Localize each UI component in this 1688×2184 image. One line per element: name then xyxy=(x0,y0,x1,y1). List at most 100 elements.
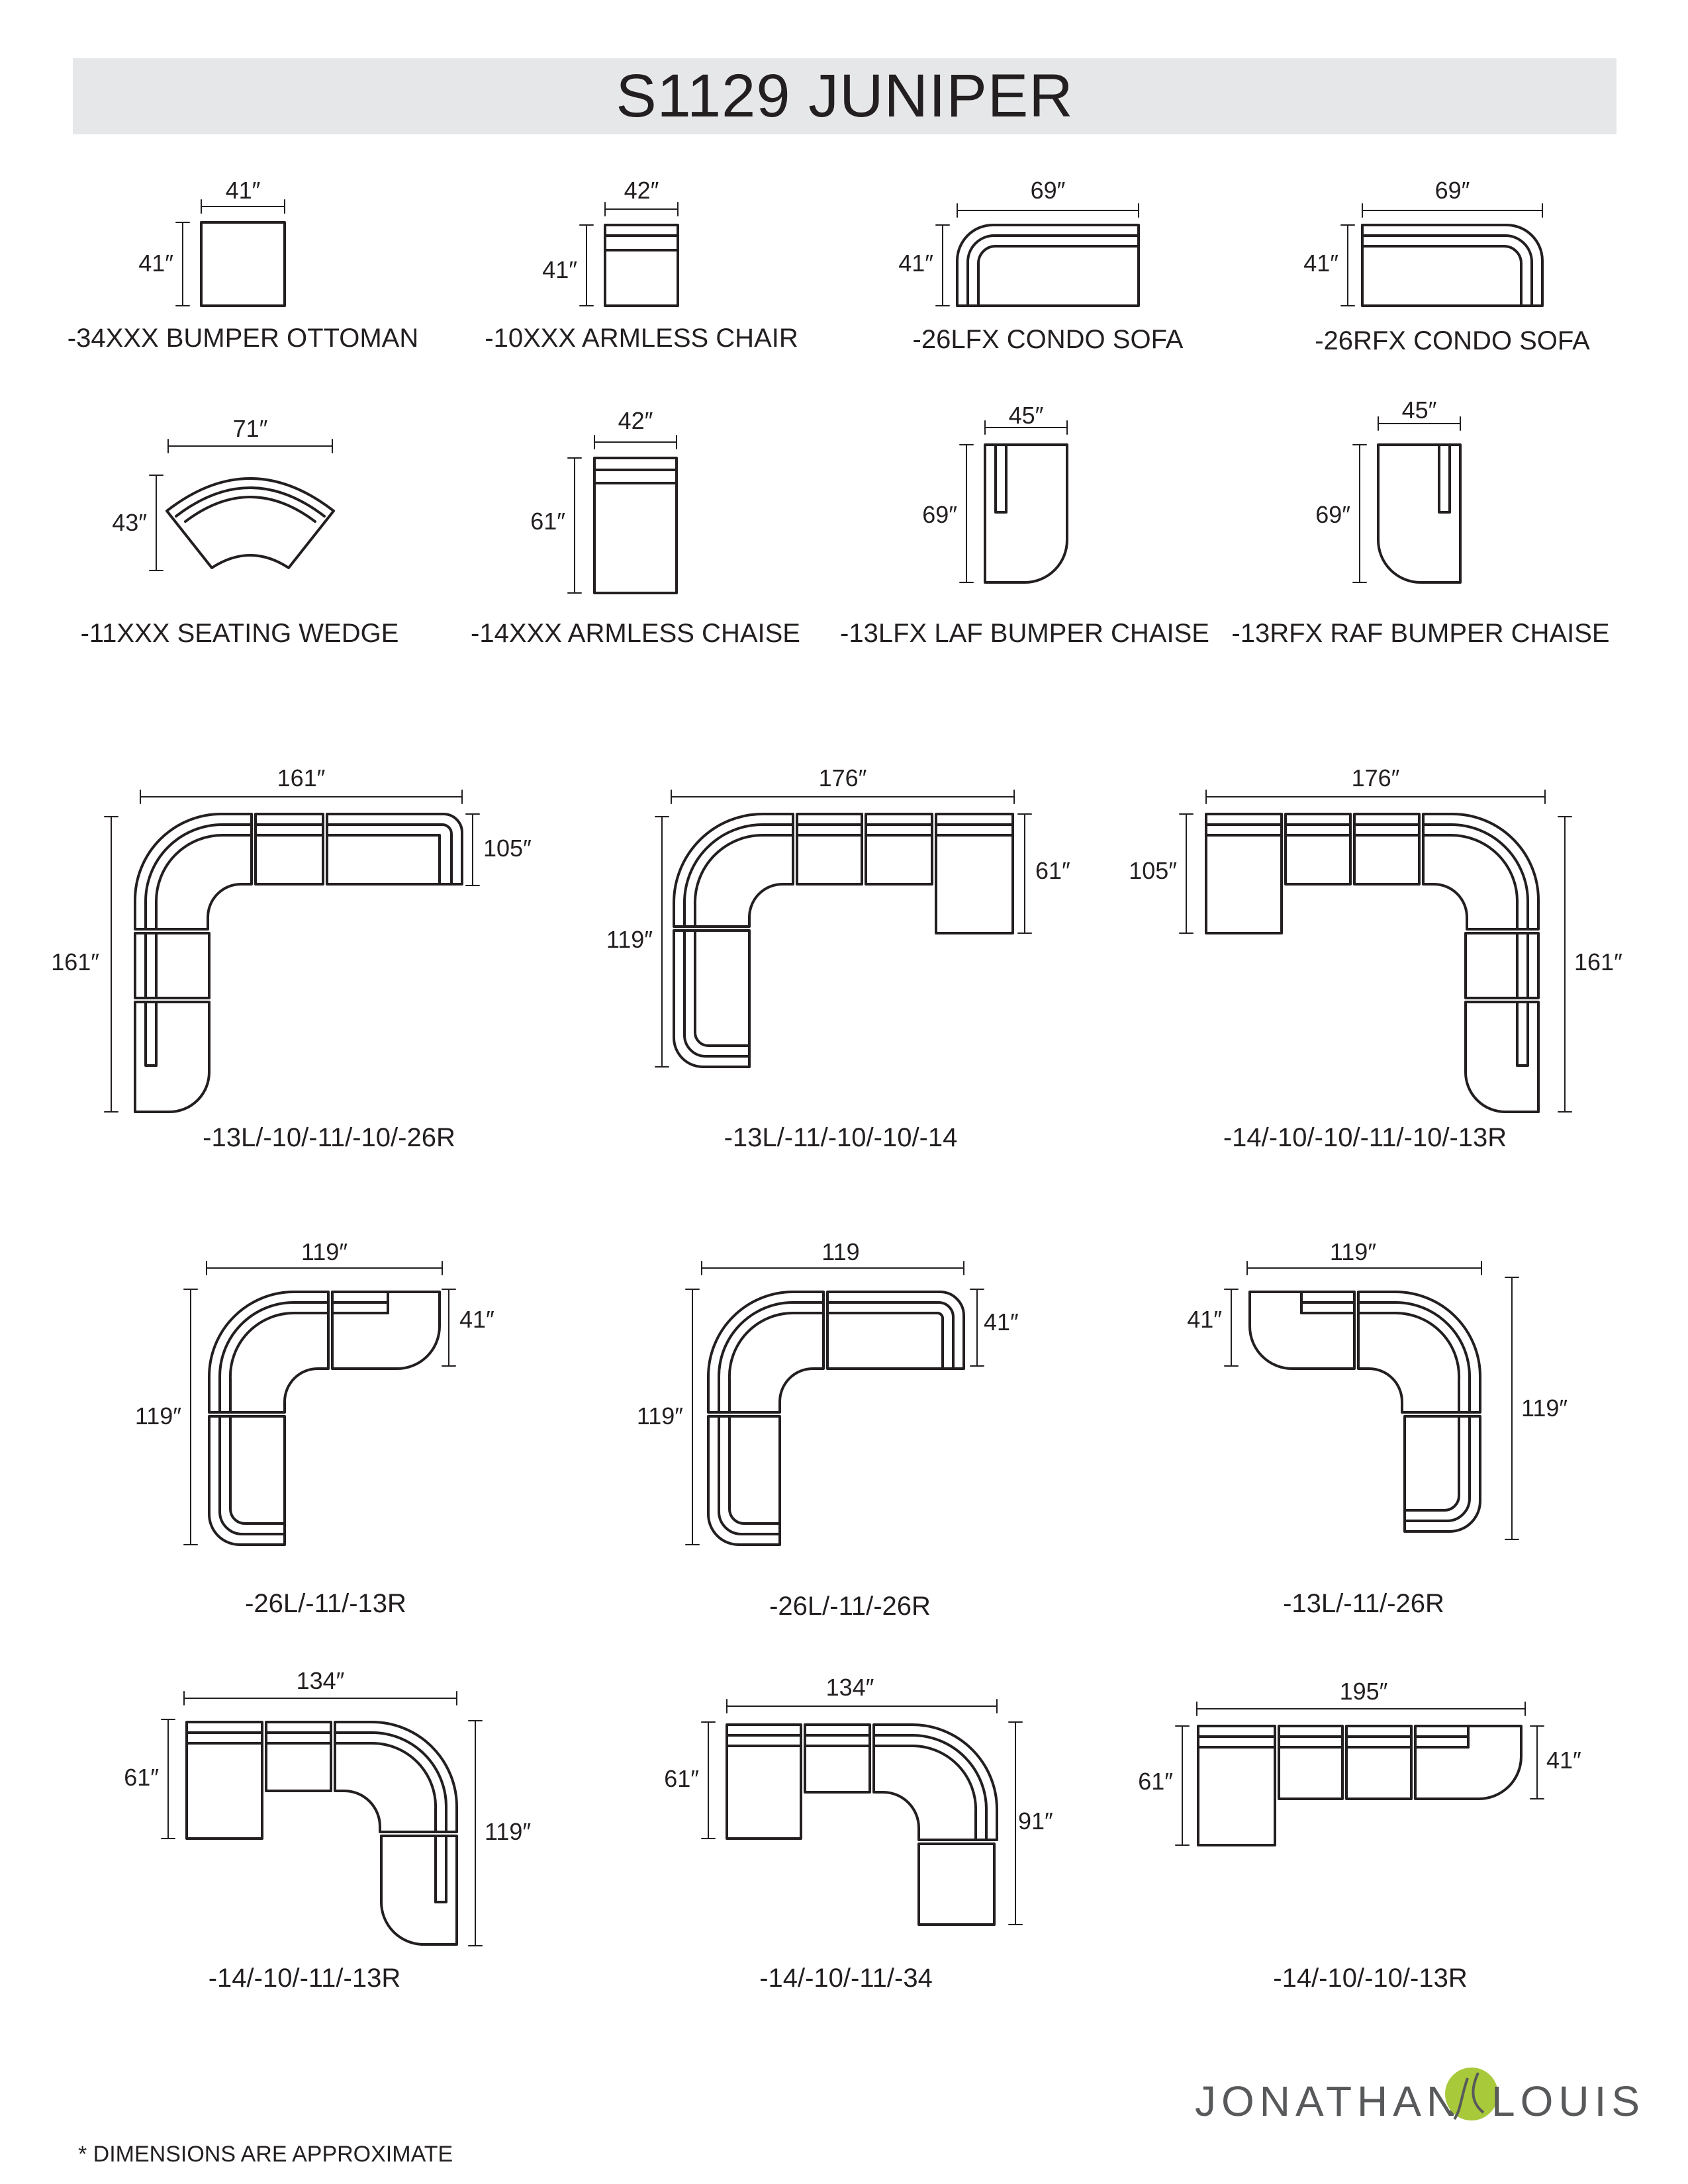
depth-dimension: 41″ xyxy=(542,256,577,283)
width-dimension: 69″ xyxy=(1031,177,1066,204)
brand-logo: JONATHAN LOUIS xyxy=(1195,2058,1645,2131)
right-dimension: 119″ xyxy=(485,1818,531,1845)
width-dimension: 119″ xyxy=(301,1238,348,1265)
dimension-line xyxy=(579,202,679,306)
right-dimension: 41″ xyxy=(1546,1747,1581,1774)
logo-word-left: JONATHAN xyxy=(1195,2077,1463,2125)
depth-dimension: 61″ xyxy=(530,508,565,535)
right-dimension: 105″ xyxy=(483,835,532,862)
chair-shape xyxy=(604,224,679,307)
width-dimension: 119″ xyxy=(1330,1238,1376,1265)
sectional-label: -13L/-11/-10/-10/-14 xyxy=(724,1123,958,1152)
piece-label: -14XXX ARMLESS CHAISE xyxy=(471,619,800,648)
left-dimension: 119″ xyxy=(637,1402,683,1430)
sectional-2: 176″ 119″ 61″ -13L/-11/-10/-10/-14 xyxy=(606,764,1070,1152)
sectional-label: -26L/-11/-13R xyxy=(245,1589,406,1618)
piece-label: -11XXX SEATING WEDGE xyxy=(81,619,399,648)
sectional-7: 134″ 61″ 119″ -14/-10/-11/-13R xyxy=(124,1667,531,1993)
chaise-shape xyxy=(984,443,1068,584)
right-dimension: 161″ xyxy=(1574,948,1622,976)
piece-label: -26LFX CONDO SOFA xyxy=(913,325,1184,354)
piece-label: -13RFX RAF BUMPER CHAISE xyxy=(1231,619,1609,648)
dimension-line xyxy=(149,439,333,571)
wedge-shape xyxy=(165,477,335,569)
width-dimension: 134″ xyxy=(826,1674,874,1701)
left-dimension: 161″ xyxy=(51,948,99,976)
piece-seating-wedge: 71″ 43″ -11XXX SEATING WEDGE xyxy=(81,415,399,648)
sectional-6: 119″ 41″ 119″ -13L/-11/-26R xyxy=(1187,1238,1568,1618)
dimension-line xyxy=(1224,1261,1519,1540)
page-title: S1129 JUNIPER xyxy=(616,62,1074,130)
depth-dimension: 41″ xyxy=(1303,250,1338,277)
width-dimension: 41″ xyxy=(226,177,261,204)
left-dimension: 41″ xyxy=(1187,1306,1222,1333)
dimensions-footnote: * DIMENSIONS ARE APPROXIMATE xyxy=(78,2142,453,2167)
piece-armless-chair: 42″ 41″ -10XXX ARMLESS CHAIR xyxy=(485,177,798,353)
piece-raf-bumper-chaise: 45″ 69″ -13RFX RAF BUMPER CHAISE xyxy=(1231,396,1609,648)
sofa-shape xyxy=(1361,224,1544,307)
dimension-line xyxy=(655,790,1032,1068)
dimension-line xyxy=(175,199,285,306)
dimension-line xyxy=(1179,790,1572,1113)
sectional-9: 195″ 61″ 41″ -14/-10/-10/-13R xyxy=(1138,1678,1581,1993)
width-dimension: 42″ xyxy=(618,407,653,434)
ottoman-shape xyxy=(200,221,286,307)
left-dimension: 61″ xyxy=(1138,1768,1173,1795)
piece-label: -26RFX CONDO SOFA xyxy=(1315,326,1590,355)
depth-dimension: 41″ xyxy=(138,250,173,277)
title-bar: S1129 JUNIPER xyxy=(73,58,1617,134)
sectional-label: -14/-10/-10/-11/-10/-13R xyxy=(1223,1123,1507,1152)
piece-26rfx-condo-sofa: 69″ 41″ -26RFX CONDO SOFA xyxy=(1303,177,1590,355)
right-dimension: 41″ xyxy=(459,1306,494,1333)
dimension-line xyxy=(183,1261,456,1545)
sectional-label: -26L/-11/-26R xyxy=(769,1592,931,1621)
width-dimension: 71″ xyxy=(233,415,268,442)
width-dimension: 45″ xyxy=(1402,396,1437,424)
sectional-5: 119 119″ 41″ -26L/-11/-26R xyxy=(637,1238,1019,1621)
width-dimension: 176″ xyxy=(819,764,867,792)
dimension-line xyxy=(161,1691,483,1946)
sectional-1: 161″ 161″ 105″ -13L/-10/-11/-10/-26R xyxy=(51,764,532,1152)
piece-label: -34XXX BUMPER OTTOMAN xyxy=(68,324,418,353)
width-dimension: 69″ xyxy=(1435,177,1470,204)
sectional-8: 134″ 61″ 91″ -14/-10/-11/-34 xyxy=(664,1674,1053,1993)
piece-laf-bumper-chaise: 45″ 69″ -13LFX LAF BUMPER CHAISE xyxy=(840,402,1209,648)
dimension-line xyxy=(1175,1702,1544,1846)
depth-dimension: 69″ xyxy=(922,501,957,528)
logo-monogram-icon xyxy=(1445,2068,1498,2120)
sectional-label: -13L/-10/-11/-10/-26R xyxy=(203,1123,455,1152)
depth-dimension: 43″ xyxy=(112,509,147,536)
piece-armless-chaise: 42″ 61″ -14XXX ARMLESS CHAISE xyxy=(471,407,800,648)
chaise-shape xyxy=(1377,443,1462,584)
width-dimension: 134″ xyxy=(297,1667,345,1694)
width-dimension: 195″ xyxy=(1340,1678,1388,1705)
piece-26lfx-condo-sofa: 69″ 41″ -26LFX CONDO SOFA xyxy=(898,177,1184,354)
dimension-line xyxy=(935,203,1139,306)
sectional-label: -14/-10/-11/-13R xyxy=(209,1964,401,1993)
depth-dimension: 69″ xyxy=(1315,501,1350,528)
dimension-line xyxy=(959,420,1068,583)
right-dimension: 41″ xyxy=(984,1308,1019,1336)
left-dimension: 61″ xyxy=(664,1765,699,1792)
right-dimension: 119″ xyxy=(1521,1394,1568,1422)
chaise-shape xyxy=(593,457,678,594)
logo-word-right: LOUIS xyxy=(1491,2077,1646,2125)
right-dimension: 91″ xyxy=(1018,1807,1053,1835)
sectional-3: 176″ 105″ 161″ -14/-10/-10/-11/-10/-13R xyxy=(1129,764,1622,1152)
width-dimension: 45″ xyxy=(1009,402,1044,429)
right-dimension: 61″ xyxy=(1035,857,1070,884)
sofa-shape xyxy=(956,224,1140,307)
dimension-line xyxy=(567,435,677,594)
sectional-label: -13L/-11/-26R xyxy=(1283,1589,1444,1618)
piece-label: -13LFX LAF BUMPER CHAISE xyxy=(840,619,1209,648)
left-dimension: 105″ xyxy=(1129,857,1177,884)
left-dimension: 119″ xyxy=(606,926,653,953)
dimension-line xyxy=(701,1699,1023,1925)
width-dimension: 161″ xyxy=(277,764,326,792)
dimension-line xyxy=(104,790,480,1113)
left-dimension: 119″ xyxy=(135,1402,181,1430)
left-dimension: 61″ xyxy=(124,1764,159,1791)
piece-label: -10XXX ARMLESS CHAIR xyxy=(485,324,798,353)
dimension-line xyxy=(685,1261,984,1545)
